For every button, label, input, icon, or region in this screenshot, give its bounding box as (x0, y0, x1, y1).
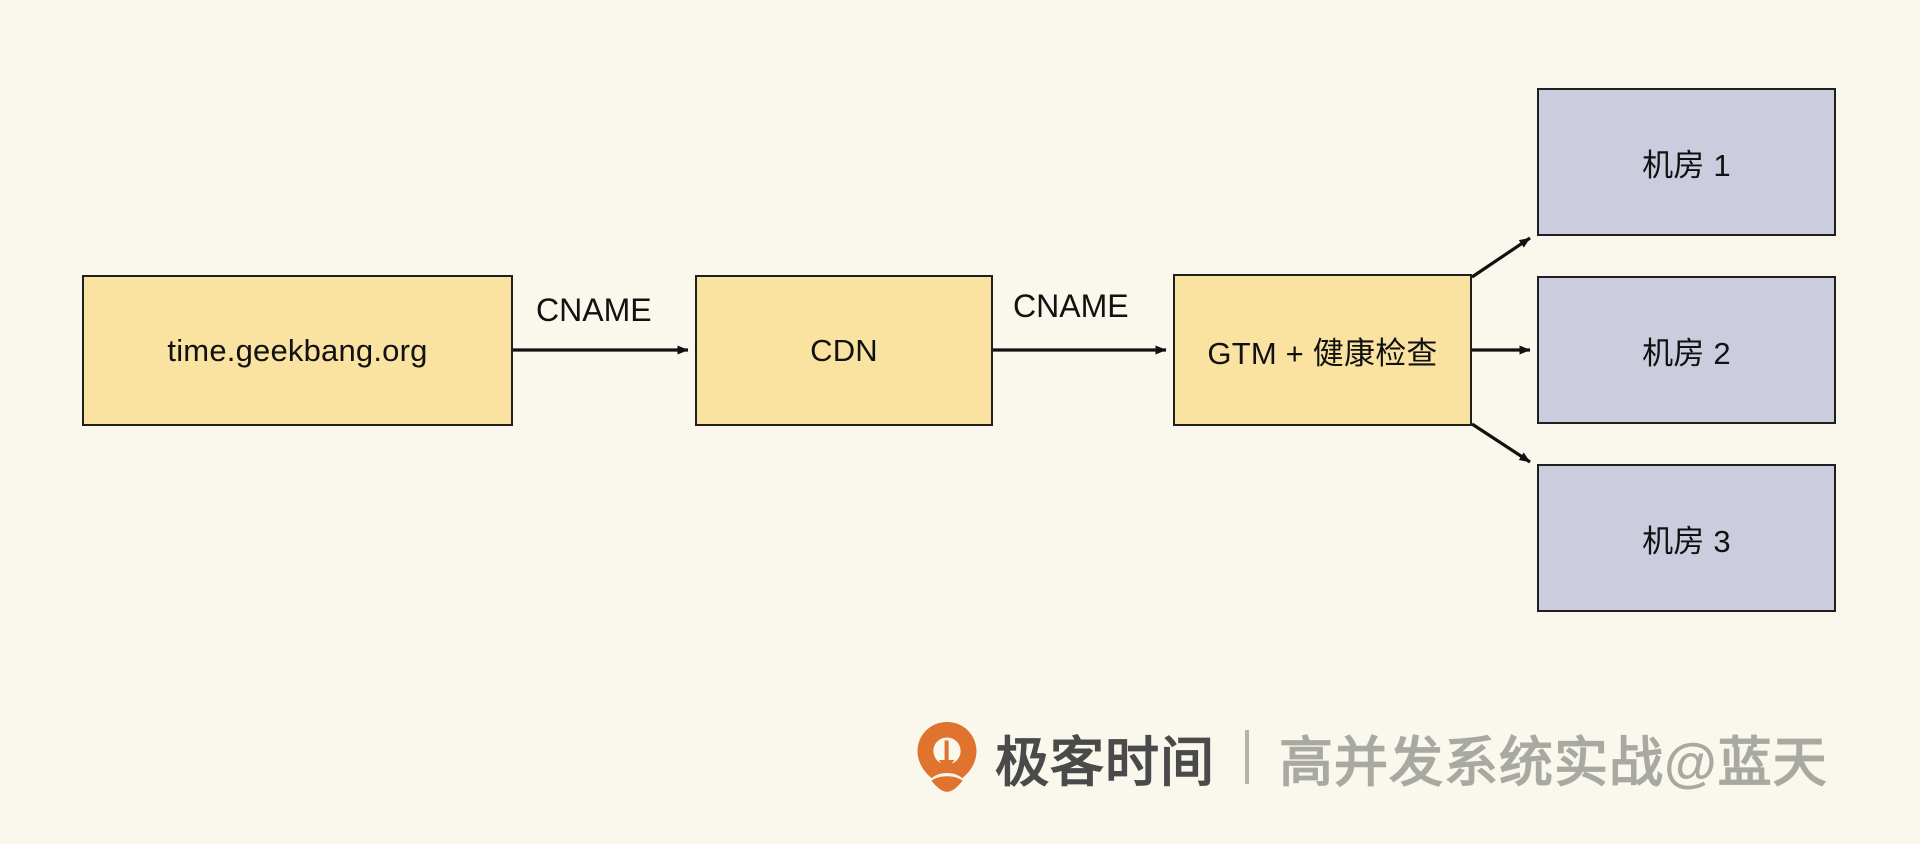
edge-gtm-to-idc1 (1471, 236, 1531, 279)
footer-separator (1245, 730, 1249, 784)
node-gtm-health-check[interactable]: GTM + 健康检查 (1173, 274, 1472, 426)
node-label: 机房 2 (1642, 335, 1731, 371)
node-label: CDN (810, 332, 878, 368)
course-name: 高并发系统实战@蓝天 (1279, 732, 1828, 793)
node-datacenter-2[interactable]: 机房 2 (1537, 276, 1836, 424)
node-datacenter-1[interactable]: 机房 1 (1537, 88, 1836, 236)
geekbang-logo-icon (917, 722, 977, 792)
node-datacenter-3[interactable]: 机房 3 (1537, 464, 1836, 612)
node-cdn[interactable]: CDN (695, 275, 993, 426)
node-label: GTM + 健康检查 (1207, 335, 1438, 371)
node-label: 机房 1 (1642, 147, 1731, 183)
footer-watermark: 极客时间 高并发系统实战@蓝天 (915, 718, 1828, 796)
node-label: time.geekbang.org (167, 332, 428, 368)
edge-gtm-to-idc3 (1471, 422, 1531, 464)
brand-name: 极客时间 (995, 732, 1215, 793)
node-label: 机房 3 (1642, 523, 1731, 559)
node-origin-domain[interactable]: time.geekbang.org (82, 275, 513, 426)
edge-label-cname-2: CNAME (1013, 288, 1129, 324)
edge-label-cname-1: CNAME (536, 292, 652, 328)
